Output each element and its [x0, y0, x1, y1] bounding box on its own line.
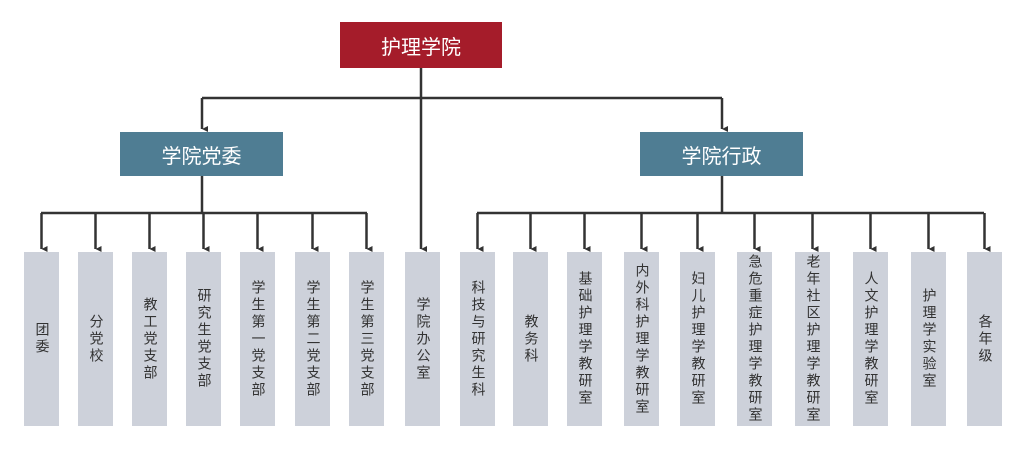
office-label: 学院办公室 — [414, 296, 431, 382]
unit-node: 内外科护理学教研室 — [624, 252, 659, 426]
unit-node: 团委 — [24, 252, 59, 426]
unit-node: 教务科 — [513, 252, 548, 426]
unit-label: 护理学实验室 — [920, 288, 937, 390]
unit-node: 妇儿护理学教研室 — [680, 252, 715, 426]
unit-label: 团委 — [33, 322, 50, 356]
unit-label: 学生第二党支部 — [304, 279, 321, 399]
unit-node: 分党校 — [78, 252, 113, 426]
unit-label: 急危重症护理学教研室 — [746, 254, 763, 424]
party-label: 学院党委 — [161, 143, 242, 168]
unit-node: 教工党支部 — [132, 252, 167, 426]
office-node: 学院办公室 — [405, 252, 440, 426]
unit-label: 妇儿护理学教研室 — [689, 271, 706, 407]
unit-label: 学生第一党支部 — [249, 279, 266, 399]
unit-node: 人文护理学教研室 — [853, 252, 888, 426]
unit-node: 学生第二党支部 — [295, 252, 330, 426]
unit-label: 老年社区护理学教研室 — [804, 254, 821, 424]
unit-label: 内外科护理学教研室 — [633, 262, 650, 416]
unit-node: 学生第三党支部 — [349, 252, 384, 426]
unit-node: 研究生党支部 — [186, 252, 221, 426]
root-label: 护理学院 — [381, 34, 461, 59]
unit-node: 老年社区护理学教研室 — [795, 252, 830, 426]
unit-node: 各年级 — [967, 252, 1002, 426]
unit-label: 科技与研究生科 — [469, 279, 486, 399]
unit-node: 护理学实验室 — [911, 252, 946, 426]
unit-label: 教工党支部 — [141, 296, 158, 382]
unit-label: 学生第三党支部 — [358, 279, 375, 399]
unit-label: 基础护理学教研室 — [576, 271, 593, 407]
root-node: 护理学院 — [340, 22, 502, 68]
unit-label: 研究生党支部 — [195, 288, 212, 390]
unit-node: 学生第一党支部 — [240, 252, 275, 426]
administration-node: 学院行政 — [640, 132, 803, 176]
admin-label: 学院行政 — [681, 143, 762, 168]
unit-node: 急危重症护理学教研室 — [737, 252, 772, 426]
unit-label: 教务科 — [522, 313, 539, 365]
party-committee-node: 学院党委 — [120, 132, 283, 176]
unit-node: 科技与研究生科 — [460, 252, 495, 426]
unit-node: 基础护理学教研室 — [567, 252, 602, 426]
unit-label: 各年级 — [976, 313, 993, 365]
unit-label: 人文护理学教研室 — [862, 271, 879, 407]
unit-label: 分党校 — [87, 313, 104, 365]
